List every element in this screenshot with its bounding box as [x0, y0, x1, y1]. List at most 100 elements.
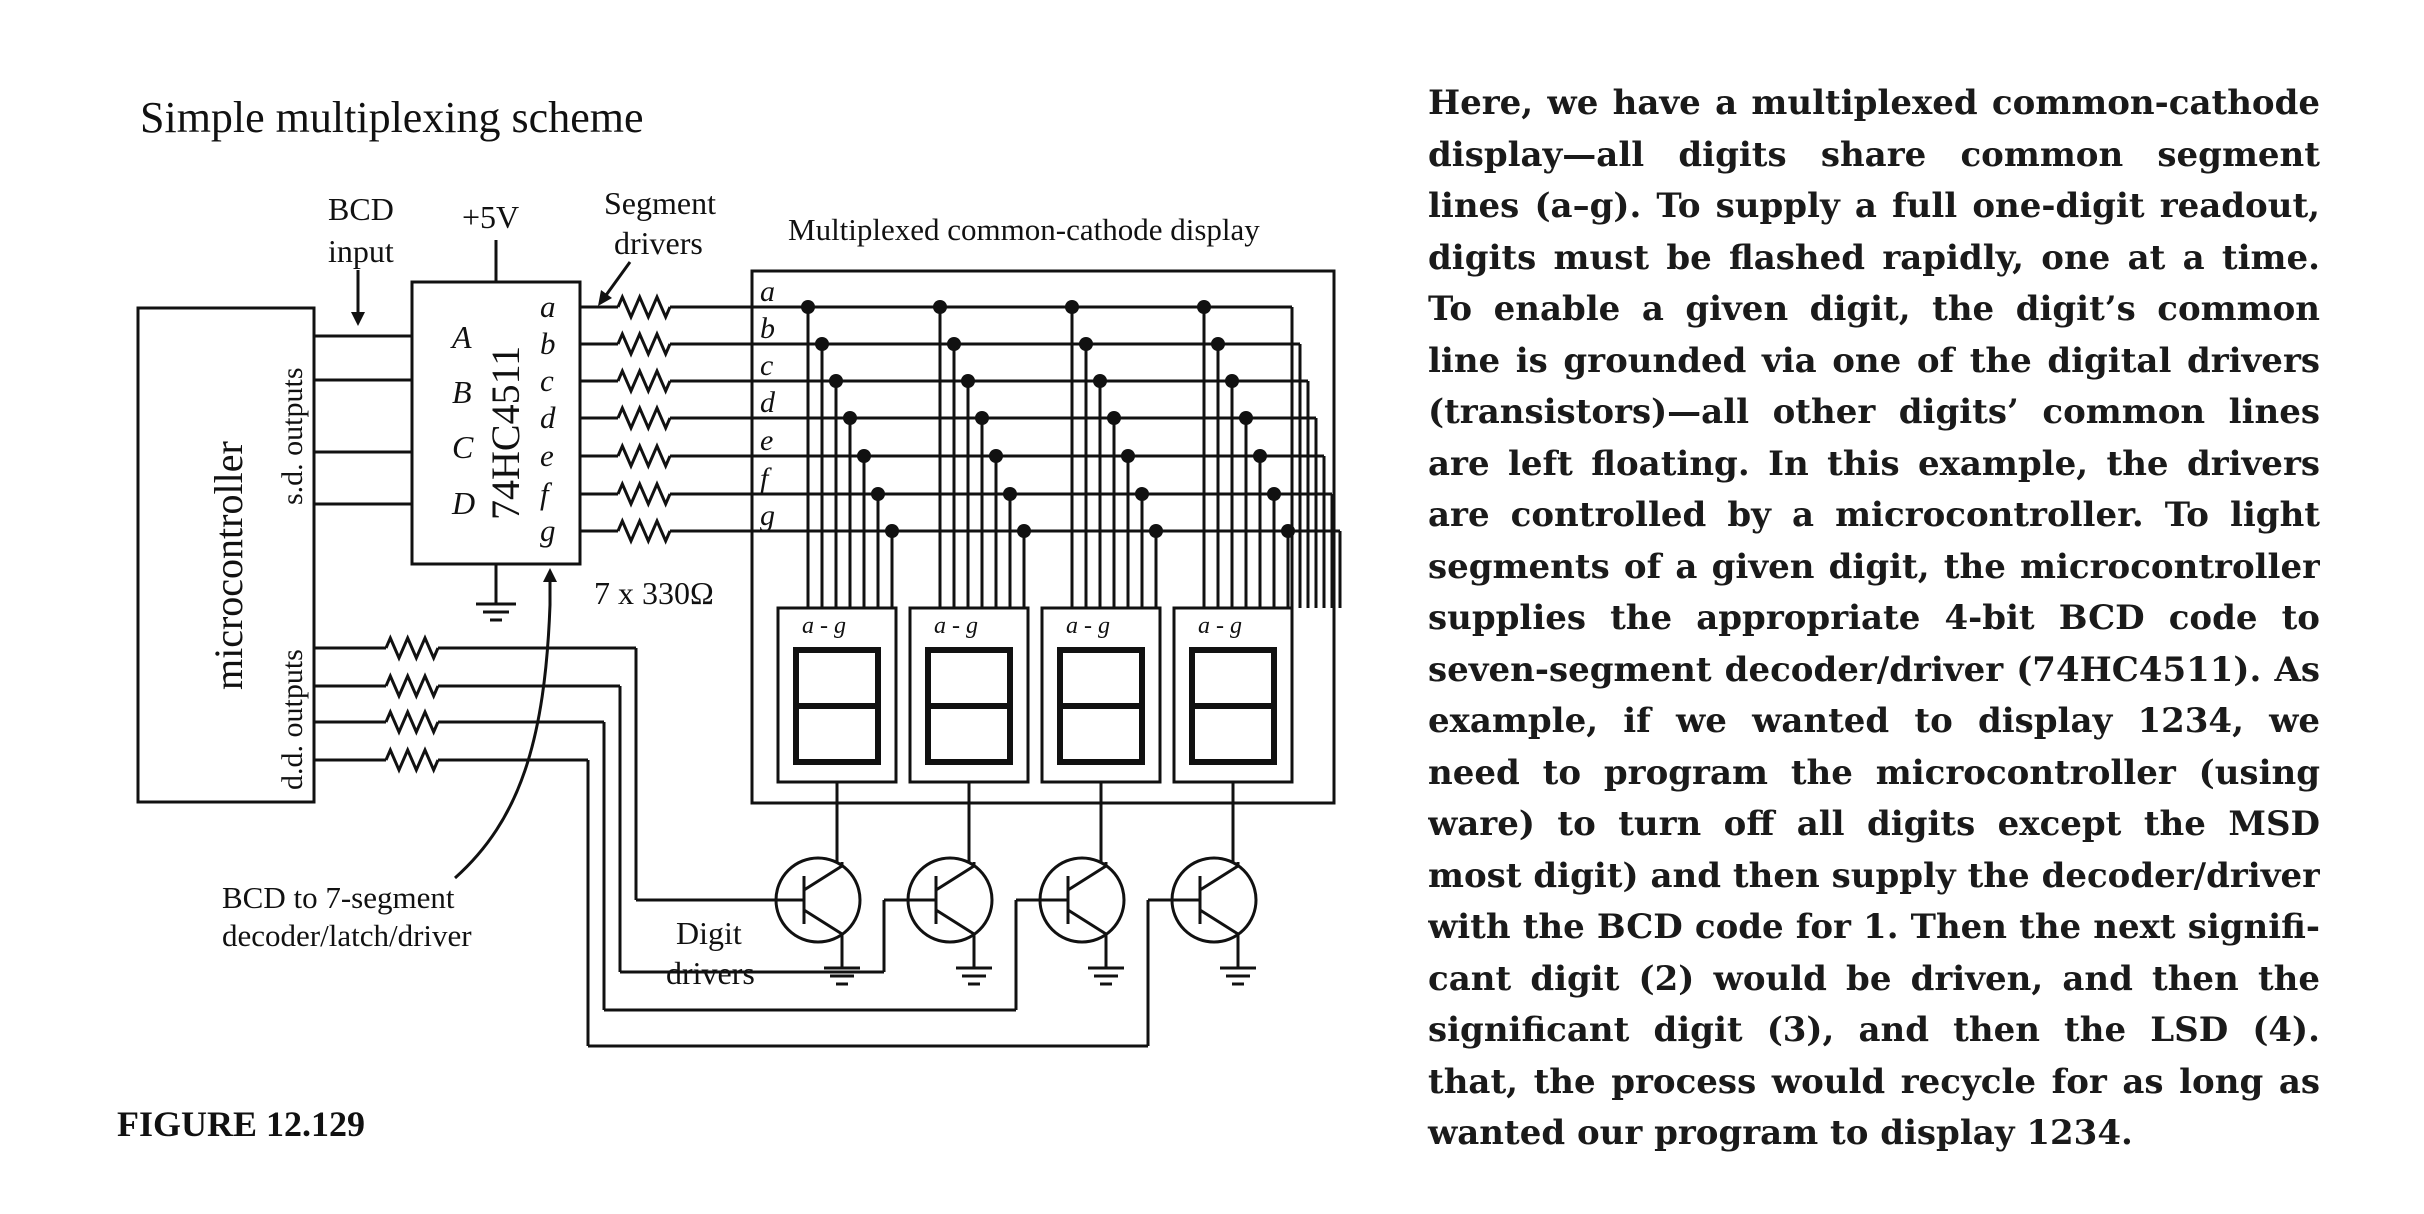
junction-dot [1267, 487, 1281, 501]
junction-dot [933, 300, 947, 314]
bus-junctions [801, 300, 1295, 538]
paragraph-line: need to program the microcontroller (usi… [1428, 752, 2320, 793]
bus-label-f: f [760, 462, 772, 495]
junction-dot [1211, 337, 1225, 351]
dd-outputs-label: d.d. outputs [276, 649, 309, 790]
diagram-title: Simple multiplexing scheme [140, 93, 644, 142]
junction-dot [961, 374, 975, 388]
digit-pin-label: a - g [802, 613, 846, 639]
circuit-wiring [314, 293, 1342, 1048]
segment-resistor-b [616, 330, 672, 358]
paragraph-line: are left floating. In this example, the … [1428, 443, 2320, 484]
digit-pin-label: a - g [1066, 613, 1110, 639]
junction-dot [1253, 449, 1267, 463]
bus-label-d: d [760, 386, 776, 419]
transistor-collector [803, 864, 843, 892]
chip-output-b: b [540, 326, 556, 361]
resistor-value-label: 7 x 330Ω [594, 575, 714, 611]
description-paragraph: Here, we have a multiplexed common-catho… [1428, 78, 2320, 1160]
paragraph-line: To enable a given digit, the digit’s com… [1428, 289, 2320, 329]
paragraph-line: ware) to turn off all digits except the … [1428, 804, 2320, 844]
junction-dot [1197, 300, 1211, 314]
transistor-collector [935, 864, 975, 892]
seven-seg-outline [1189, 647, 1277, 765]
segment-resistor-c [616, 367, 672, 395]
paragraph-line: line is grounded via one of the digital … [1428, 340, 2320, 381]
paragraph-line: most digit) and then supply the decoder/… [1428, 855, 2320, 896]
junction-dot [1281, 524, 1295, 538]
junction-dot [1093, 374, 1107, 388]
paragraph-line: that, the process would recycle for as l… [1428, 1061, 2320, 1102]
junction-dot [843, 411, 857, 425]
dd-resistor-4 [384, 746, 440, 774]
figure-label: FIGURE 12.129 [117, 1104, 365, 1144]
bus-label-a: a [760, 275, 775, 308]
junction-dot [1121, 449, 1135, 463]
junction-dot [885, 524, 899, 538]
paragraph-line: are controlled by a microcontroller. To … [1428, 495, 2320, 535]
chip-output-d: d [540, 400, 556, 435]
bus-label-c: c [760, 349, 773, 382]
chip-output-c: c [540, 363, 554, 398]
transistor-emitter [935, 908, 975, 936]
chip-output-a: a [540, 289, 556, 324]
junction-dot [1079, 337, 1093, 351]
chip-output-e: e [540, 438, 554, 473]
chip-output-f: f [540, 476, 553, 511]
junction-dot [1003, 487, 1017, 501]
digit-drivers-label-2: drivers [666, 955, 755, 991]
digit-drivers-label-1: Digit [676, 915, 742, 951]
digit-pin-label: a - g [934, 613, 978, 639]
segment-drivers-label-1: Segment [604, 185, 716, 221]
chip-input-c: C [452, 429, 474, 465]
junction-dot [1107, 411, 1121, 425]
paragraph-line: with the BCD code for 1. Then the next s… [1428, 907, 2320, 947]
microcontroller-box [136, 306, 316, 804]
paragraph-line: example, if we wanted to display 1234, w… [1428, 701, 2320, 741]
junction-dot [801, 300, 815, 314]
segment-drivers-label-2: drivers [614, 225, 703, 261]
junction-dot [1065, 300, 1079, 314]
dd-resistor-1 [384, 634, 440, 662]
paragraph-line: segments of a given digit, the microcont… [1428, 546, 2320, 587]
segment-resistor-d [616, 404, 672, 432]
junction-dot [989, 449, 1003, 463]
bcd-input-label-2: input [328, 233, 394, 269]
junction-dot [857, 449, 871, 463]
display-enclosure [750, 269, 1336, 805]
paragraph-line: seven-segment decoder/driver (74HC4511).… [1428, 649, 2320, 690]
dd-resistor-3 [384, 708, 440, 736]
decoder-label-2: decoder/latch/driver [222, 918, 472, 953]
junction-dot [1017, 524, 1031, 538]
chip-input-a: A [450, 319, 472, 355]
seven-seg-outline [793, 647, 881, 765]
chip-input-d: D [451, 485, 475, 521]
dd-resistor-2 [384, 672, 440, 700]
junction-dot [829, 374, 843, 388]
decoder-label-1: BCD to 7-segment [222, 880, 455, 915]
junction-dot [815, 337, 829, 351]
paragraph-line: (transistors)—all other digits’ common l… [1428, 392, 2320, 432]
microcontroller-label: microcontroller [206, 441, 251, 690]
paragraph-line: Here, we have a multiplexed common-catho… [1428, 83, 2320, 123]
paragraph-line: display—all digits share common segment [1428, 134, 2320, 175]
plus5v-label: +5V [462, 199, 519, 235]
junction-dot [1225, 374, 1239, 388]
transistor-emitter [1199, 908, 1239, 936]
bus-label-g: g [760, 499, 775, 532]
segment-resistor-e [616, 442, 672, 470]
transistor-collector [1067, 864, 1107, 892]
paragraph-line: digits must be flashed rapidly, one at a… [1428, 237, 2320, 278]
paragraph-line: supplies the appropriate 4-bit BCD code … [1428, 598, 2320, 638]
segment-resistor-a [616, 293, 672, 321]
transistor-collector [1199, 864, 1239, 892]
seven-seg-outline [1057, 647, 1145, 765]
segment-resistor-f [616, 480, 672, 508]
bcd-input-label-1: BCD [328, 191, 394, 227]
transistor-emitter [1067, 908, 1107, 936]
bus-label-e: e [760, 424, 773, 457]
paragraph-line: wanted our program to display 1234. [1428, 1113, 2133, 1153]
seven-seg-outline [925, 647, 1013, 765]
chip-output-g: g [540, 513, 556, 548]
junction-dot [1239, 411, 1253, 425]
